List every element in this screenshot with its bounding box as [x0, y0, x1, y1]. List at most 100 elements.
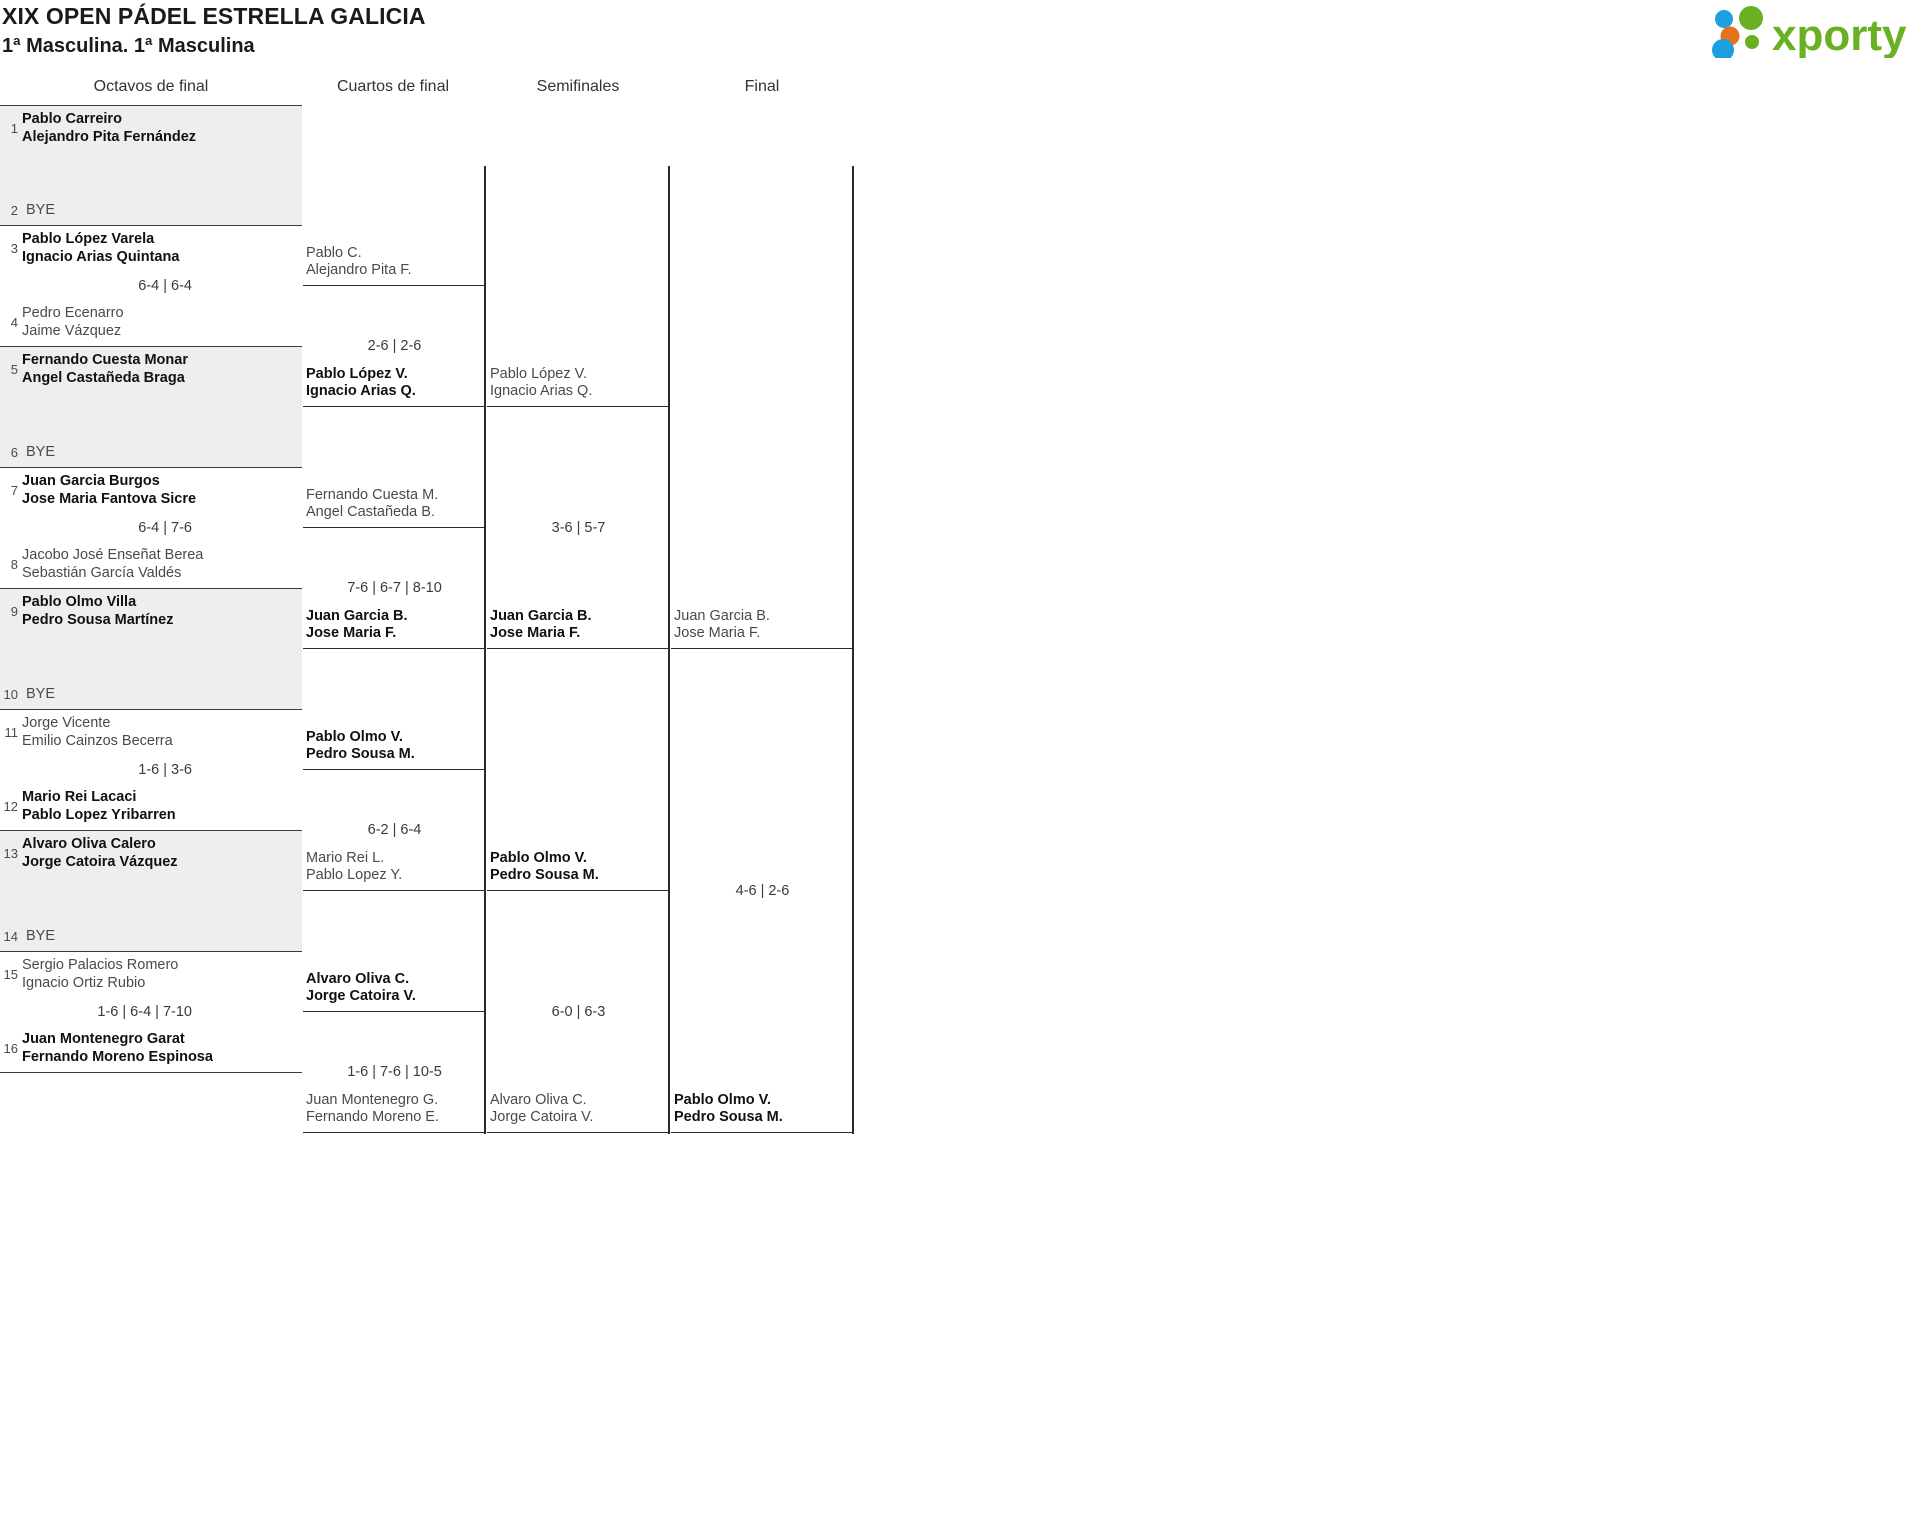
seed-number: 9	[10, 604, 18, 619]
player-name: Jacobo José Enseñat Berea	[22, 547, 204, 563]
round-heading-final: Final	[744, 78, 780, 95]
seed-number: 4	[10, 315, 18, 330]
bracket-connector-line	[668, 165, 670, 650]
final-match[interactable]: Juan Garcia B.Jose Maria F. Pablo Olmo V.…	[671, 165, 854, 1134]
player-name: Jose Maria Fantova Sicre	[22, 490, 197, 507]
quarterfinals-match[interactable]: Alvaro Oliva C.Jorge Catoira V.Juan Mont…	[303, 891, 486, 1134]
match-score: 6-2 | 6-4	[367, 822, 422, 838]
match-score: 6-0 | 6-3	[551, 1003, 606, 1020]
seed-number: 13	[3, 846, 18, 861]
player-names: Juan Garcia B.Jose Maria F.	[490, 608, 592, 643]
match-score: 6-4 | 6-4	[138, 278, 192, 294]
svg-text:xporty: xporty	[1772, 11, 1907, 58]
bracket-connector-line	[487, 647, 670, 650]
player-names: Mario Rei L.Pablo Lopez Y.	[306, 850, 402, 885]
player-name: Alvaro Oliva Calero	[22, 836, 156, 852]
quarterfinals-match[interactable]: Fernando Cuesta M.Angel Castañeda B.Juan…	[303, 407, 486, 650]
bracket-connector-line	[484, 891, 486, 1134]
match-score: 3-6 | 5-7	[551, 519, 606, 536]
seed-number: 11	[4, 725, 19, 740]
player-names: Juan Garcia B.Jose Maria F.	[306, 608, 408, 643]
xporty-logo: xporty	[1710, 6, 1910, 61]
player-name: Jorge Vicente	[22, 715, 111, 731]
seed-number: 14	[3, 928, 18, 944]
match-score: 4-6 | 2-6	[735, 882, 790, 899]
player-name: Pablo Olmo Villa	[22, 594, 137, 610]
player-name: Alejandro Pita F.	[306, 262, 412, 278]
bracket-connector-line	[484, 407, 486, 650]
match-score: 1-6 | 6-4 | 7-10	[97, 1004, 192, 1020]
semifinals-match[interactable]: Pablo López V.Ignacio Arias Q. Juan Garci…	[487, 165, 670, 650]
bracket-connector-line	[484, 649, 486, 892]
player-name: Pedro Sousa M.	[490, 867, 599, 883]
match-score: 1-6 | 3-6	[138, 762, 192, 778]
player-name: Pablo Olmo V.	[674, 1091, 771, 1108]
page-subtitle: 1ª Masculina. 1ª Masculina	[2, 35, 255, 57]
player-name: Jorge Catoira V.	[306, 988, 416, 1004]
player-name: Alvaro Oliva C.	[490, 1091, 587, 1108]
bracket-connector-line	[671, 1131, 854, 1134]
player-name: Pedro Sousa M.	[306, 746, 415, 762]
player-name: Jose Maria F.	[306, 625, 397, 641]
seed-number: 3	[10, 241, 18, 256]
seed-number: 16	[3, 1041, 18, 1056]
match-score: 6-4 | 7-6	[138, 520, 192, 536]
bracket-connector-line	[303, 1010, 486, 1013]
quarterfinals-match[interactable]: Pablo Olmo V.Pedro Sousa M. Mario Rei L.P…	[303, 649, 486, 892]
player-name: Pablo Olmo V.	[306, 728, 403, 745]
player-name: Fernando Moreno Espinosa	[22, 1048, 213, 1065]
seed-number: 7	[10, 483, 18, 498]
player-name: Pablo López V.	[306, 365, 408, 382]
player-names: Juan Garcia B.Jose Maria F.	[674, 608, 770, 643]
bracket-connector-line	[487, 405, 670, 408]
match-score: 7-6 | 6-7 | 8-10	[347, 580, 442, 596]
semifinals-match[interactable]: Pablo Olmo V.Pedro Sousa M.Alvaro Oliva …	[487, 649, 670, 1134]
player-name: Sergio Palacios Romero	[22, 957, 179, 973]
player-name: Fernando Cuesta M.	[306, 486, 439, 503]
bracket-connector-line	[671, 647, 854, 650]
bye-label: BYE	[26, 201, 56, 218]
player-names: Pablo C.Alejandro Pita F.	[306, 245, 412, 280]
player-names: Alvaro Oliva C.Jorge Catoira V.	[490, 1092, 593, 1127]
player-name: Pedro Sousa M.	[674, 1109, 783, 1125]
player-name: Pedro Sousa Martínez	[22, 611, 174, 628]
quarterfinals-match[interactable]: Pablo C.Alejandro Pita F.Pablo López V.I…	[303, 165, 486, 408]
player-names: Pablo López V.Ignacio Arias Q.	[490, 366, 592, 401]
player-name: Pablo Lopez Y.	[306, 867, 403, 883]
round-heading-octavos: Octavos de final	[93, 78, 209, 95]
match-score: 1-6 | 7-6 | 10-5	[347, 1064, 442, 1080]
seed-number: 10	[3, 686, 18, 702]
match-score: 2-6 | 2-6	[367, 338, 422, 354]
